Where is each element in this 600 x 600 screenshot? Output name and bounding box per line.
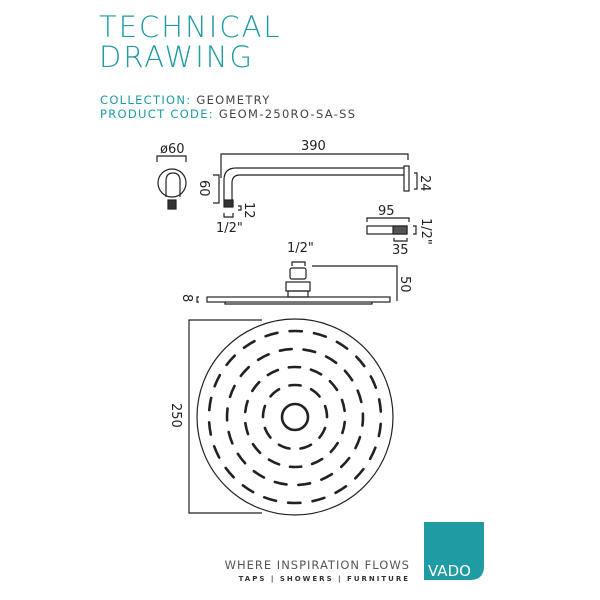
- nozzle-slot: [266, 368, 280, 377]
- dim-arm-drop: 60: [196, 180, 211, 197]
- dim-arm-length: 390: [301, 139, 326, 154]
- nozzle-slot: [368, 446, 377, 461]
- dim-arm-thread-size: 1/2": [216, 221, 243, 236]
- tagline: WHERE INSPIRATION FLOWS: [224, 558, 410, 572]
- nozzle-slot: [263, 426, 272, 439]
- shower-arm: 390 60 24 12 1/2": [196, 139, 432, 236]
- nozzle-slot: [225, 407, 229, 422]
- nozzle-slot: [297, 482, 312, 487]
- nozzle-slot: [227, 430, 234, 445]
- nozzle-slot: [310, 457, 324, 466]
- nozzle-slot: [244, 421, 250, 436]
- nozzle-slot: [299, 443, 313, 450]
- nozzle-slot: [311, 496, 326, 503]
- dim-connector-length: 95: [378, 204, 395, 219]
- title-line-2: DRAWING: [99, 40, 254, 74]
- nozzle-slot: [328, 379, 339, 392]
- shower-head-plan: 250: [168, 318, 394, 516]
- nozzle-slot: [369, 375, 378, 389]
- product-code-label: PRODUCT CODE:: [100, 107, 214, 121]
- dim-connector-thread-length: 35: [392, 243, 409, 258]
- logo-text: VADO: [428, 562, 471, 580]
- vado-logo: VADO: [424, 522, 484, 580]
- nozzle-slot: [309, 388, 321, 398]
- nozzle-slot: [251, 442, 262, 455]
- title-line-1: TECHNICAL: [99, 10, 282, 44]
- nozzle-slot: [207, 396, 213, 412]
- collection-label: COLLECTION:: [100, 93, 192, 107]
- nozzle-slot: [355, 355, 366, 368]
- nozzle-slot: [239, 365, 251, 378]
- dim-wall-plate-diameter: ø60: [160, 142, 185, 157]
- dim-head-diameter: 250: [168, 403, 183, 428]
- product-code-row: PRODUCT CODE: GEOM-250RO-SA-SS: [100, 107, 356, 121]
- dim-head-thickness: 8: [179, 294, 194, 302]
- dim-head-height: 50: [397, 276, 412, 293]
- dim-head-inlet: 1/2": [287, 241, 314, 256]
- nozzle-slot: [228, 384, 236, 399]
- nozzle-slot: [224, 466, 235, 479]
- nozzle-slot: [277, 443, 291, 450]
- nozzle-slot: [356, 389, 363, 404]
- nozzle-slot: [341, 420, 347, 435]
- nozzle-slot: [236, 452, 247, 465]
- nozzle-slot: [353, 467, 365, 480]
- nozzle-slot: [324, 355, 338, 365]
- nozzle-slot: [312, 331, 328, 338]
- dim-arm-thread-length: 12: [241, 202, 256, 219]
- nozzle-slot: [354, 435, 362, 450]
- nozzle-slot: [329, 441, 339, 454]
- nozzle-slot: [251, 380, 261, 393]
- nozzle-slot: [273, 480, 288, 486]
- collection-row: COLLECTION: GEOMETRY: [100, 93, 271, 107]
- nozzle-slot: [252, 469, 266, 479]
- connector: 95 1/2" 35: [366, 204, 433, 258]
- nozzle-slot: [264, 331, 279, 338]
- nozzle-slot: [243, 399, 249, 414]
- category-list: TAPS | SHOWERS | FURNITURE: [238, 575, 410, 583]
- shower-head-side: 1/2" 50 8: [179, 241, 412, 305]
- nozzle-slot: [302, 348, 317, 354]
- nozzle-slot: [334, 484, 348, 495]
- wall-plate: ø60: [156, 142, 187, 210]
- nozzle-slot: [377, 422, 383, 438]
- collection-value: GEOMETRY: [196, 93, 271, 107]
- nozzle-slot: [269, 387, 281, 398]
- dim-arm-end-height: 24: [417, 175, 432, 192]
- nozzle-slot: [256, 353, 270, 362]
- nozzle-slot: [340, 398, 346, 413]
- nozzle-slot: [278, 347, 293, 352]
- nozzle-slot: [323, 404, 329, 419]
- nozzle-slot: [261, 404, 267, 419]
- nozzle-slot: [213, 373, 222, 388]
- nozzle-slot: [267, 458, 281, 466]
- nozzle-slot: [309, 368, 323, 376]
- nozzle-slot: [339, 456, 351, 469]
- nozzle-slot: [241, 484, 255, 494]
- dim-connector-thread: 1/2": [418, 218, 433, 245]
- nozzle-slot: [335, 340, 349, 350]
- product-code-value: GEOM-250RO-SA-SS: [218, 107, 357, 121]
- nozzle-slot: [377, 398, 383, 413]
- nozzle-slot: [207, 421, 213, 436]
- nozzle-slot: [318, 426, 327, 439]
- nozzle-slot: [361, 412, 365, 427]
- nozzle-slot: [262, 496, 278, 503]
- nozzle-slot: [212, 445, 221, 459]
- nozzle-slot: [343, 369, 354, 382]
- nozzle-slot: [242, 339, 256, 350]
- nozzle-slot: [225, 354, 237, 367]
- nozzle-slot: [320, 472, 334, 481]
